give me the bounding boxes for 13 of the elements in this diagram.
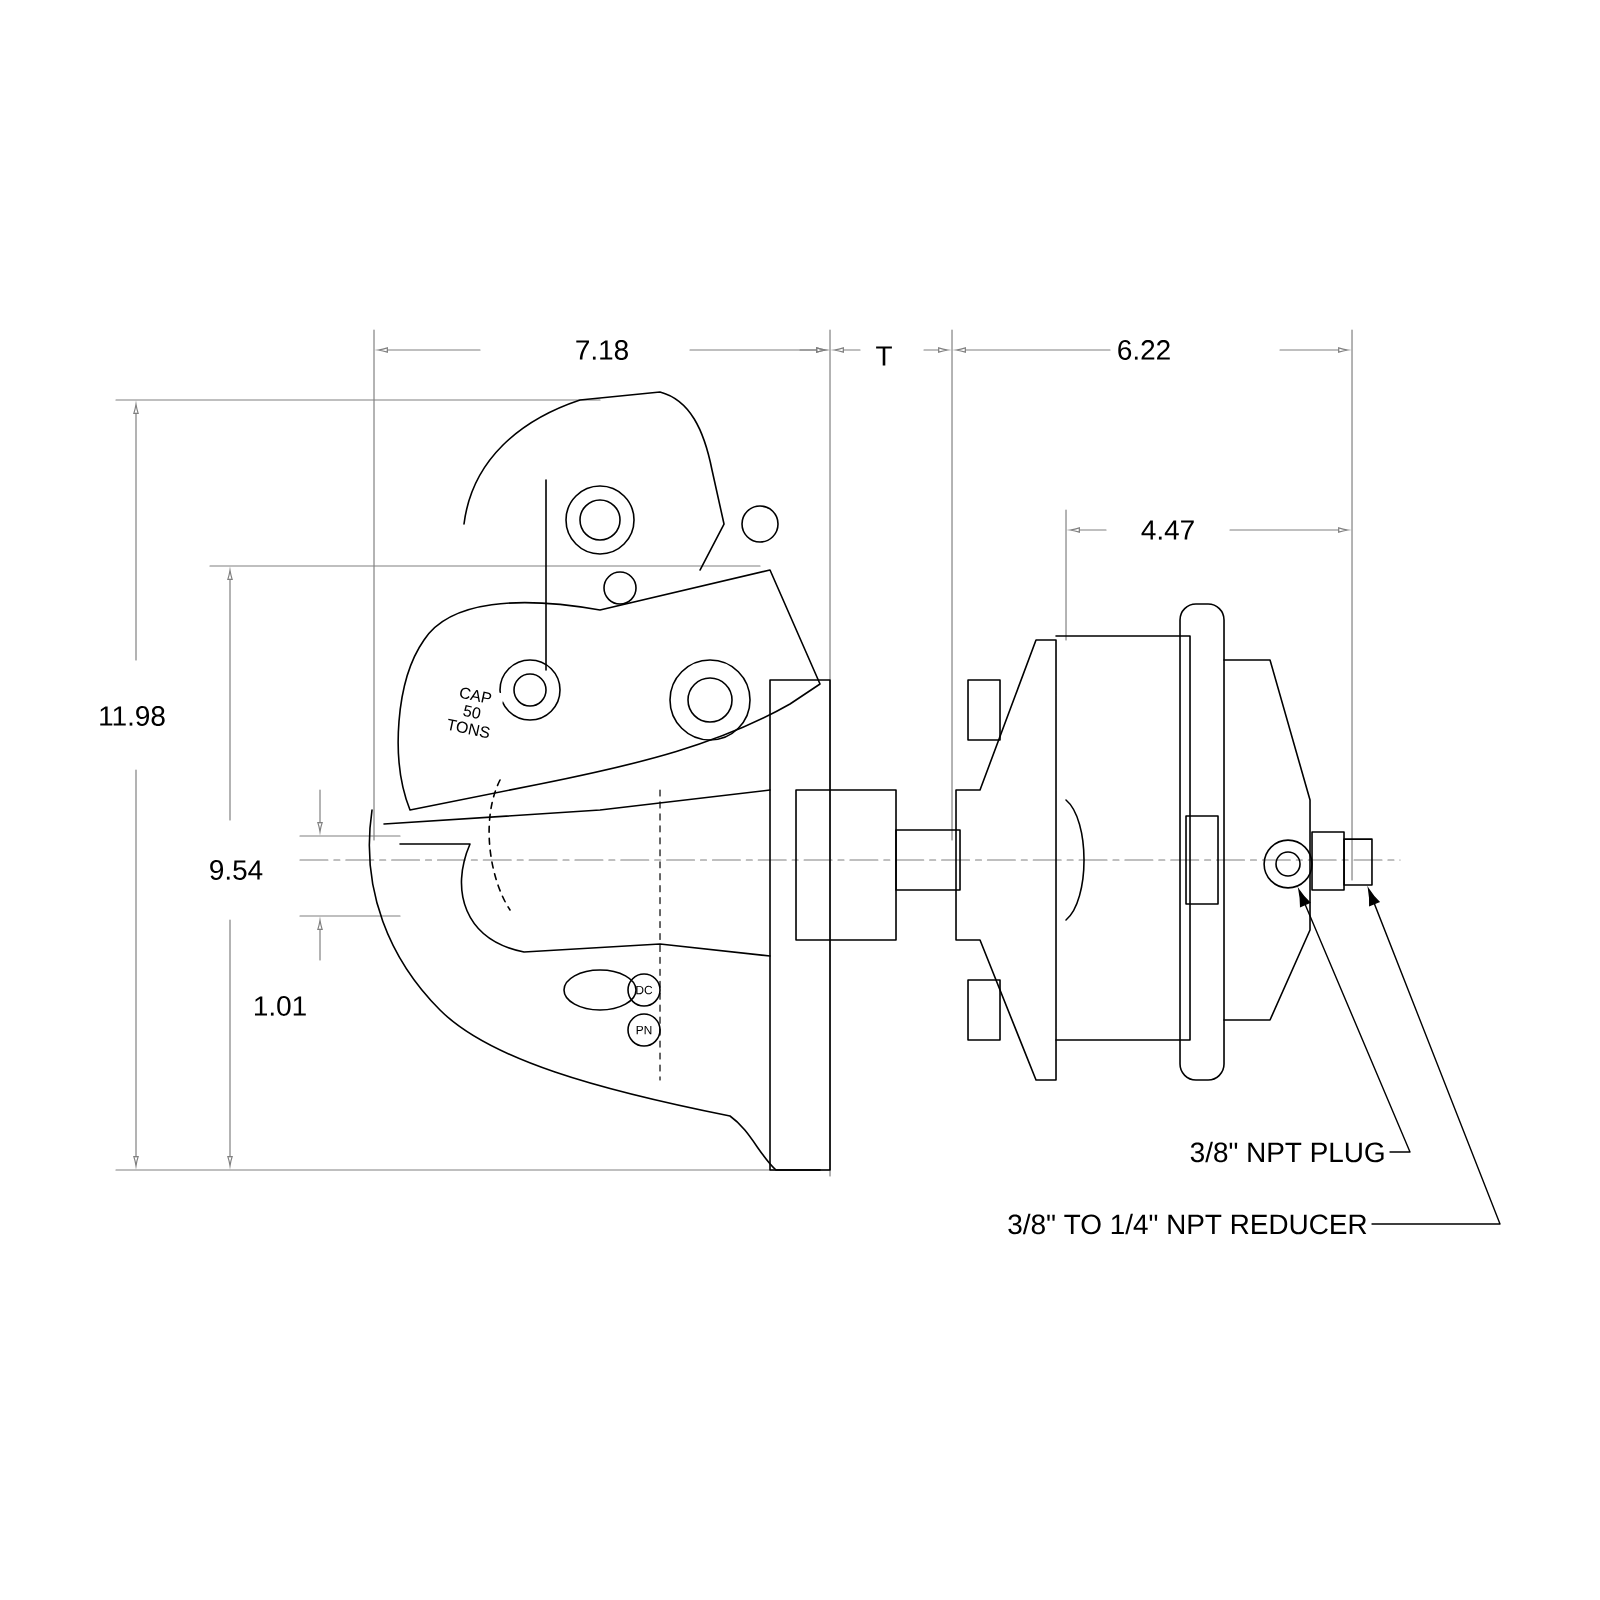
dimension-label: 1.01 (248, 992, 312, 1020)
dimension-label: 7.18 (570, 336, 634, 364)
callout-text: 3/8" NPT PLUG (1190, 1141, 1384, 1163)
dimension-label: T (871, 342, 897, 370)
leader-line (1298, 889, 1411, 1153)
leader-line (1367, 888, 1501, 1225)
callout-text: 3/8" TO 1/4" NPT REDUCER (1008, 1213, 1367, 1235)
plug-symbol (1263, 839, 1313, 889)
dimension-label: 9.54 (204, 856, 268, 884)
dimension-label: 11.98 (94, 702, 170, 730)
dimension-label: 4.47 (1136, 516, 1200, 544)
reducer-fitting (1343, 838, 1373, 886)
dimension-label: 6.22 (1112, 336, 1176, 364)
